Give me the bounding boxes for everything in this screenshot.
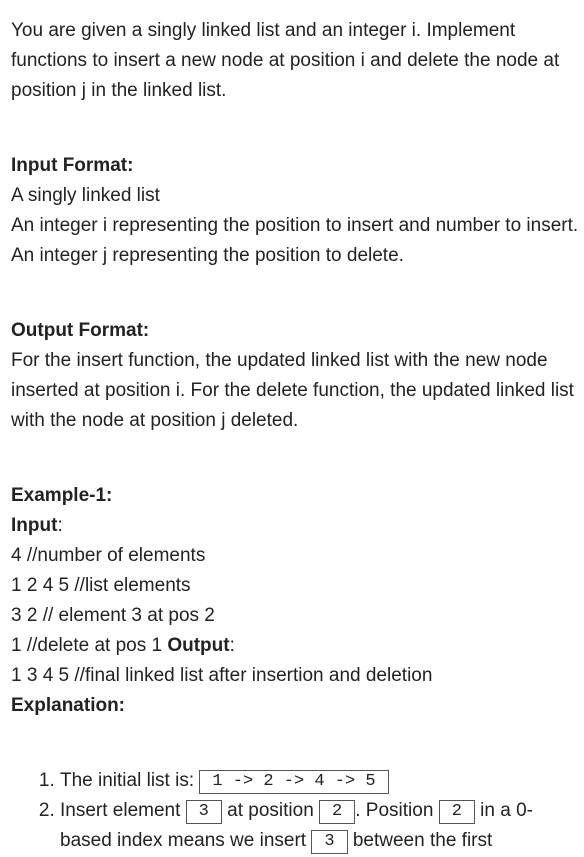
example-line-2: 1 2 4 5 //list elements [11, 575, 191, 596]
step-1-text: The initial list is: [60, 770, 200, 791]
example-heading: Example-1: [11, 485, 113, 506]
example-line-1: 4 //number of elements [11, 545, 206, 566]
input-format-line-1: A singly linked list [11, 185, 160, 206]
initial-list-code: 1 -> 2 -> 4 -> 5 [199, 770, 389, 794]
example-line-4: 1 //delete at pos 1 Output: [11, 631, 579, 661]
example-input-label: Input [11, 515, 58, 536]
step-2-text-c: . Position [355, 800, 439, 821]
example-output-colon: : [229, 635, 235, 656]
input-format-line-2: An integer i representing the position t… [11, 215, 579, 266]
inserted-value-code: 3 [311, 830, 348, 854]
step-2-text-b: at position [221, 800, 320, 821]
input-format-section: Input Format: A singly linked list An in… [11, 151, 579, 271]
explanation-steps: The initial list is: 1 -> 2 -> 4 -> 5 In… [11, 766, 579, 856]
example-input-colon: : [57, 515, 63, 536]
example-line-4-text: 1 //delete at pos 1 [11, 635, 168, 656]
output-format-section: Output Format: For the insert function, … [11, 316, 579, 436]
intro-paragraph: You are given a singly linked list and a… [11, 20, 560, 101]
step-2-text-a: Insert element [60, 800, 186, 821]
output-format-text: For the insert function, the updated lin… [11, 350, 574, 431]
example-line-3: 3 2 // element 3 at pos 2 [11, 605, 215, 626]
example-final-line: 1 3 4 5 //final linked list after insert… [11, 665, 433, 686]
example-section: Example-1: Input: 4 //number of elements… [11, 481, 579, 721]
step-2-text-e: between the first [347, 830, 493, 851]
step-2-text-d: in a 0-based index means we insert [60, 800, 533, 851]
position-code: 2 [438, 800, 475, 824]
example-input-label-line: Input: [11, 511, 579, 541]
problem-statement: You are given a singly linked list and a… [11, 16, 579, 856]
explanation-heading: Explanation: [11, 695, 126, 716]
example-output-label: Output [167, 635, 230, 656]
insert-element-code: 3 [185, 800, 222, 824]
explanation-step-1: The initial list is: 1 -> 2 -> 4 -> 5 [60, 766, 579, 796]
insert-position-code: 2 [319, 800, 356, 824]
input-format-heading: Input Format: [11, 155, 134, 176]
output-format-heading: Output Format: [11, 320, 150, 341]
explanation-step-2: Insert element 3 at position 2. Position… [60, 796, 579, 856]
